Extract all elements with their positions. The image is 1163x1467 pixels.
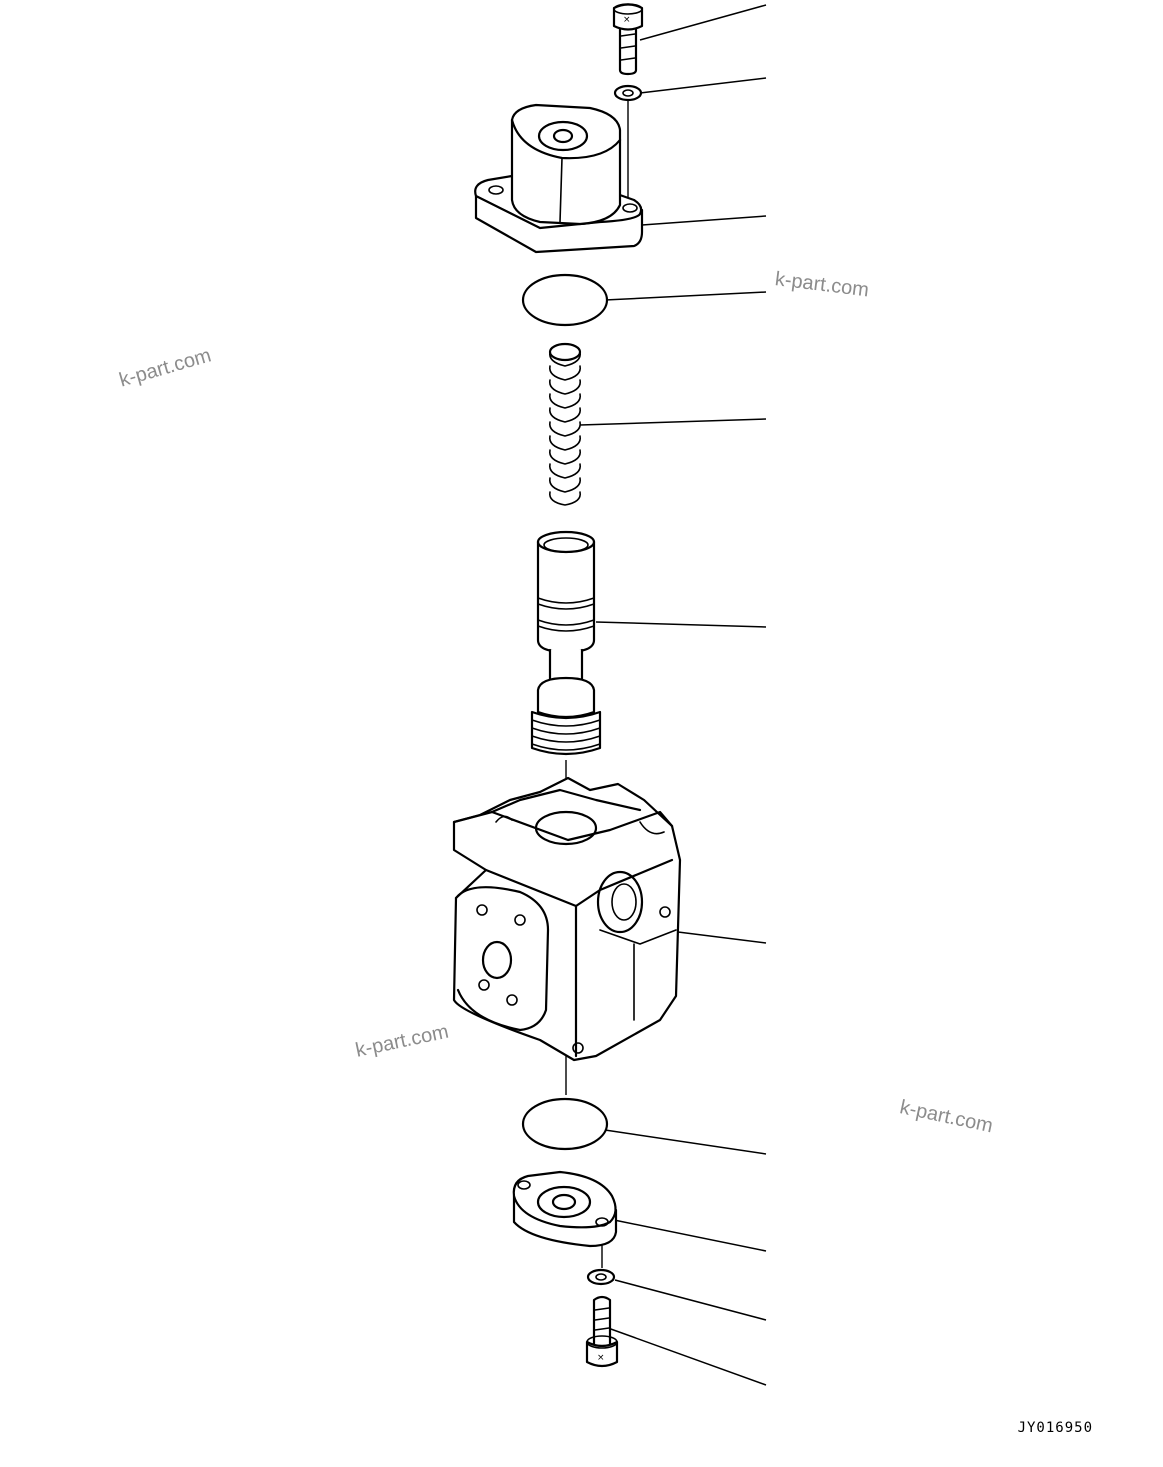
spring [548,342,582,506]
washer-bottom [586,1268,616,1286]
leader-cover-top [641,215,767,226]
leader-washer-top [639,77,767,94]
bolt-top: × [612,3,644,76]
o-ring-bottom [521,1097,609,1151]
leader-lines [579,4,767,1386]
leader-bolt-bottom [607,1327,767,1386]
washer-top [613,84,643,102]
spool [530,530,602,756]
leader-bolt-top [639,4,767,41]
cover-bottom [512,1170,618,1248]
valve-body [452,776,682,1062]
cover-top [474,103,644,254]
svg-text:×: × [623,15,631,25]
leader-valve-body [677,931,767,944]
leader-o-ring-bottom [604,1129,767,1155]
leader-washer-bottom [614,1279,767,1321]
o-ring-top [521,273,609,327]
svg-text:×: × [597,1353,605,1363]
leader-spool [595,621,767,628]
leader-spring [579,418,767,426]
leader-cover-bottom [613,1219,767,1252]
leader-o-ring-top [604,291,767,301]
drawing-code: JY016950 [1017,1420,1093,1436]
bolt-bottom: × [585,1295,619,1368]
